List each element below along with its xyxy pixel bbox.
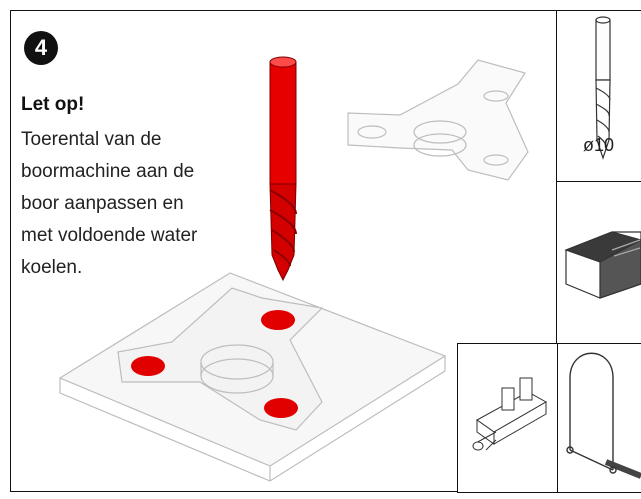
drill-bit-icon bbox=[595, 16, 611, 160]
step-number-badge: 4 bbox=[24, 31, 58, 65]
drill-diameter-label: ø10 bbox=[583, 135, 615, 155]
drill-hole-marker-left bbox=[131, 356, 165, 376]
warning-line-3: boor aanpassen en bbox=[21, 193, 184, 214]
ghost-template-illustration bbox=[347, 59, 529, 181]
coping-saw-icon bbox=[566, 352, 641, 479]
acrylic-plate-illustration bbox=[58, 272, 447, 482]
warning-line-5: koelen. bbox=[21, 257, 83, 278]
bench-vise-icon bbox=[472, 377, 548, 451]
warning-line-4: met voldoende water bbox=[21, 225, 198, 246]
drill-hole-marker-bottom bbox=[264, 398, 298, 418]
warning-line-2: boormachine aan de bbox=[21, 161, 195, 182]
drill-hole-markers bbox=[131, 310, 298, 418]
drill-hole-marker-top bbox=[261, 310, 295, 330]
whetstone-icon bbox=[564, 231, 641, 299]
warning-title: Let op! bbox=[21, 94, 85, 115]
red-drill-bit-illustration bbox=[269, 56, 297, 282]
warning-line-1: Toerental van de bbox=[21, 129, 162, 150]
